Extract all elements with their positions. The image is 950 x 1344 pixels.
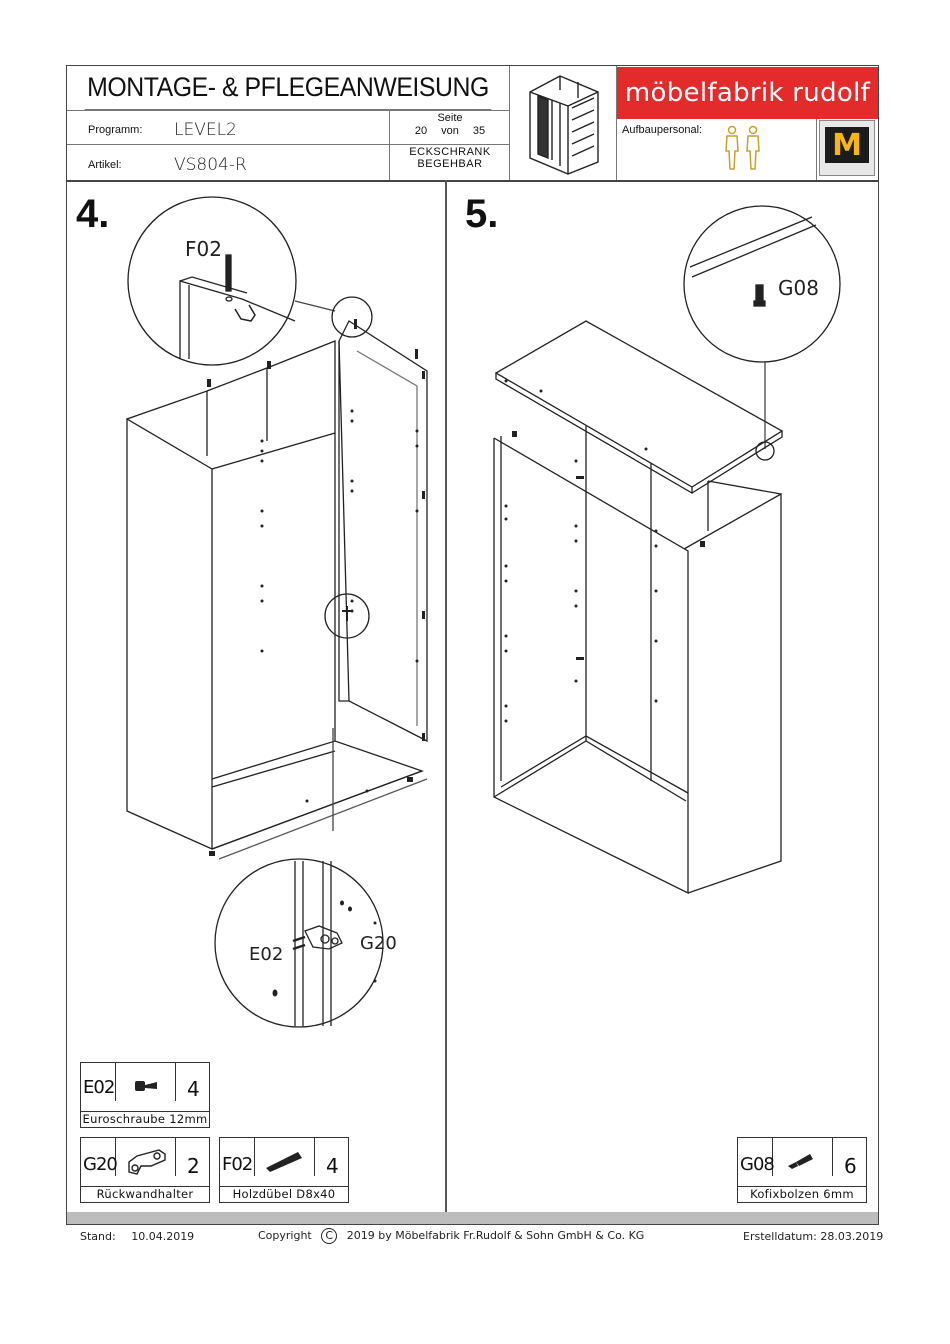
part-qty: 2 — [187, 1154, 200, 1178]
part-box-f02: F02 4 Holzdübel D8x40 — [219, 1137, 349, 1203]
callout-label-f02: F02 — [185, 237, 222, 261]
part-qty: 6 — [844, 1154, 857, 1178]
stand-label: Stand: — [80, 1230, 116, 1243]
part-code: F02 — [222, 1154, 253, 1175]
page-frame — [66, 65, 879, 1225]
quality-seal-logo: M — [819, 120, 875, 176]
part-qty: 4 — [187, 1077, 200, 1101]
part-cell — [738, 1138, 833, 1176]
wood-dowel-icon — [266, 1152, 302, 1172]
footer-stand: Stand: 10.04.2019 — [80, 1230, 194, 1243]
callout-label-g20: G20 — [360, 933, 397, 954]
step-5-illustration: G08 — [493, 205, 841, 895]
seite-label: Seite — [437, 112, 463, 124]
part-cell — [738, 1138, 773, 1176]
part-code: G20 — [83, 1154, 118, 1175]
callout-circle-top — [127, 196, 297, 366]
artikel-label: Artikel: — [88, 159, 122, 171]
programm-value: LEVEL2 — [174, 120, 237, 140]
part-description: Kofixbolzen 6mm — [738, 1186, 866, 1202]
document-title: MONTAGE- & PFLEGEANWEISUNG — [84, 66, 492, 110]
programm-label: Programm: — [88, 124, 143, 136]
step-4-number: 4. — [76, 192, 110, 236]
copyright-text: 2019 by Möbelfabrik Fr.Rudolf & Sohn Gmb… — [346, 1229, 645, 1242]
part-code: E02 — [83, 1077, 115, 1098]
callout-marker-g08 — [755, 441, 775, 461]
part-cell — [81, 1138, 176, 1176]
callout-circle-bottom — [214, 858, 384, 1028]
step-4-illustration: F02 E02 G20 — [126, 196, 428, 1028]
footer-erstelldatum: Erstelldatum: 28.03.2019 — [743, 1230, 884, 1243]
header-divider — [509, 66, 510, 180]
part-code: G08 — [740, 1154, 775, 1175]
back-panel-holder-icon — [128, 1149, 166, 1175]
part-cell — [81, 1063, 176, 1101]
header-divider — [389, 110, 390, 180]
callout-circle-g08 — [683, 205, 841, 363]
part-description: Holzdübel D8x40 — [220, 1186, 348, 1202]
header-divider — [67, 110, 509, 111]
part-cell — [81, 1063, 116, 1101]
header-divider — [616, 66, 617, 180]
brand-banner: möbelfabrik rudolf — [617, 67, 878, 119]
header-divider — [816, 119, 817, 180]
part-description: Rückwandhalter — [81, 1186, 209, 1202]
part-qty: 4 — [326, 1154, 339, 1178]
part-cell — [220, 1138, 315, 1176]
callout-label-e02: E02 — [249, 944, 283, 965]
header-divider — [67, 144, 509, 145]
page-current: 20 — [414, 125, 428, 137]
page-sep: von — [441, 125, 459, 137]
stand-date: 10.04.2019 — [131, 1230, 195, 1243]
callout-label-g08: G08 — [778, 276, 819, 300]
seal-letter: M — [825, 127, 869, 163]
step-divider — [445, 180, 447, 1212]
page-indicator: Seite 20 von 35 — [390, 112, 510, 138]
callout-marker-top — [331, 296, 373, 338]
aufbaupersonal-label: Aufbaupersonal: — [622, 124, 703, 136]
artikel-value: VS804-R — [174, 155, 247, 175]
part-cell — [81, 1138, 116, 1176]
article-category: ECKSCHRANK BEGEHBAR — [390, 146, 510, 170]
footer-bar — [67, 1212, 878, 1224]
page-total: 35 — [472, 125, 486, 137]
category-line-2: BEGEHBAR — [417, 158, 483, 170]
copyright-label: Copyright — [258, 1229, 312, 1242]
part-cell — [220, 1138, 255, 1176]
footer-copyright: Copyright C 2019 by Möbelfabrik Fr.Rudol… — [258, 1228, 644, 1244]
euro-screw-icon — [135, 1081, 157, 1091]
part-box-g08: G08 6 Kofixbolzen 6mm — [737, 1137, 867, 1203]
connector-bolt-icon — [788, 1154, 813, 1169]
two-persons-icon — [725, 125, 760, 170]
step-5-number: 5. — [465, 192, 499, 236]
category-line-1: ECKSCHRANK — [409, 146, 491, 158]
part-box-e02: E02 4 Euroschraube 12mm — [80, 1062, 210, 1128]
part-box-g20: G20 2 Rückwandhalter — [80, 1137, 210, 1203]
product-thumbnail-icon — [529, 75, 599, 175]
copyright-symbol: C — [321, 1228, 338, 1244]
header-divider — [67, 180, 878, 182]
page-numbers: 20 von 35 — [390, 125, 510, 138]
part-description: Euroschraube 12mm — [81, 1111, 209, 1126]
callout-marker-mid — [324, 593, 370, 639]
